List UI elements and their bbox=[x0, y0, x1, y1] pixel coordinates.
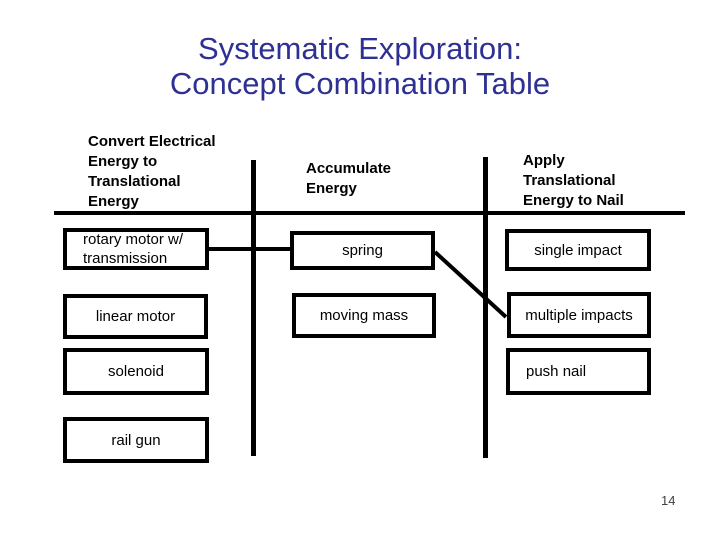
concept-box-linear-motor: linear motor bbox=[63, 294, 208, 339]
column-header-convert-electrical-energy: Convert Electrical Energy to Translation… bbox=[88, 133, 216, 210]
column-divider-line-1 bbox=[251, 160, 256, 456]
slide-title-line-1: Systematic Exploration: bbox=[198, 31, 522, 66]
column-divider-line-2 bbox=[483, 157, 488, 458]
concept-box-rotary-motor-w-transmission: rotary motor w/ transmission bbox=[63, 228, 209, 270]
concept-box-multiple-impacts: multiple impacts bbox=[507, 292, 651, 338]
concept-box-solenoid: solenoid bbox=[63, 348, 209, 395]
rotary-to-spring-connector-line bbox=[208, 247, 290, 251]
slide-title: Systematic Exploration: Concept Combinat… bbox=[0, 31, 720, 101]
page-number: 14 bbox=[661, 493, 676, 508]
concept-box-spring: spring bbox=[290, 231, 435, 270]
column-header-apply-translational-energy: Apply Translational Energy to Nail bbox=[523, 152, 624, 209]
concept-box-moving-mass: moving mass bbox=[292, 293, 436, 338]
slide-title-line-2: Concept Combination Table bbox=[169, 66, 551, 101]
concept-box-push-nail: push nail bbox=[506, 348, 651, 395]
concept-box-single-impact: single impact bbox=[505, 229, 651, 271]
header-divider-line bbox=[54, 211, 685, 215]
column-header-accumulate-energy: Accumulate Energy bbox=[306, 160, 392, 197]
concept-box-rail-gun: rail gun bbox=[63, 417, 209, 463]
